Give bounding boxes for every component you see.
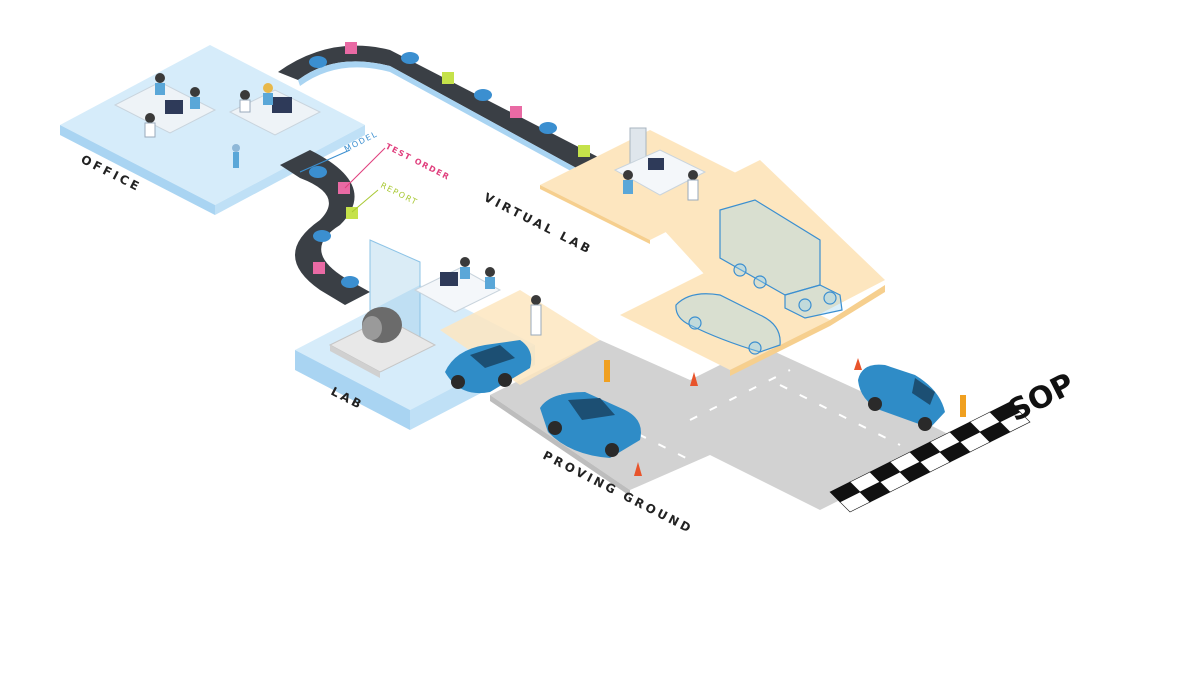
- model-icon: [474, 89, 492, 101]
- delivery-van: [858, 364, 945, 431]
- virtual-lab-platform: [540, 127, 885, 376]
- model-icon: [539, 122, 557, 134]
- model-icon: [401, 52, 419, 64]
- model-icon: [309, 56, 327, 68]
- model-cube: [345, 42, 357, 54]
- lab-car: [445, 340, 532, 394]
- bollards: [604, 360, 966, 417]
- model-icon: [309, 166, 327, 178]
- sop-label: SOP: [1003, 367, 1080, 430]
- report-cube: [442, 72, 454, 84]
- legend-test-order: TEST ORDER: [384, 142, 451, 182]
- test-order-cube: [338, 182, 350, 194]
- proving-ground-car: [540, 392, 641, 458]
- test-order-cube: [510, 106, 522, 118]
- report-cube: [578, 145, 590, 157]
- finish-square: [999, 411, 1031, 433]
- model-icon: [341, 276, 359, 288]
- finish-line: [829, 401, 1031, 513]
- car-wireframe: [675, 293, 781, 355]
- traffic-cones: [634, 358, 862, 476]
- model-icon: [313, 230, 331, 242]
- conveyor-top: [278, 45, 600, 177]
- legend-report: REPORT: [379, 181, 419, 207]
- conveyor-items: [309, 42, 590, 288]
- truck-wireframe: [719, 199, 843, 319]
- test-order-cube: [313, 262, 325, 274]
